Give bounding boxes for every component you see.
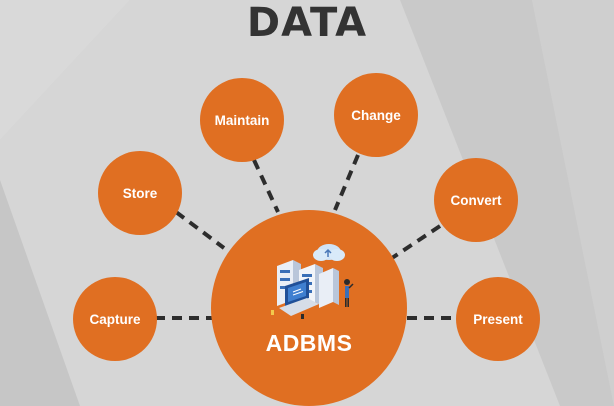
cloud-icon <box>313 244 345 261</box>
connector-store <box>174 210 226 250</box>
connector-maintain <box>252 159 280 213</box>
node-change: Change <box>334 73 418 157</box>
node-maintain: Maintain <box>200 78 284 162</box>
laptop-icon <box>279 278 319 316</box>
page-title: DATA <box>246 0 368 46</box>
node-convert: Convert <box>434 158 518 242</box>
connector-convert <box>390 224 442 260</box>
node-store: Store <box>98 151 182 235</box>
connector-change <box>333 154 360 211</box>
center-node-adbms: ADBMS <box>211 210 407 406</box>
person-icon <box>344 279 354 307</box>
node-capture: Capture <box>73 277 157 361</box>
node-present: Present <box>456 277 540 361</box>
database-server-illustration-icon <box>271 244 354 319</box>
center-label: ADBMS <box>265 330 353 356</box>
